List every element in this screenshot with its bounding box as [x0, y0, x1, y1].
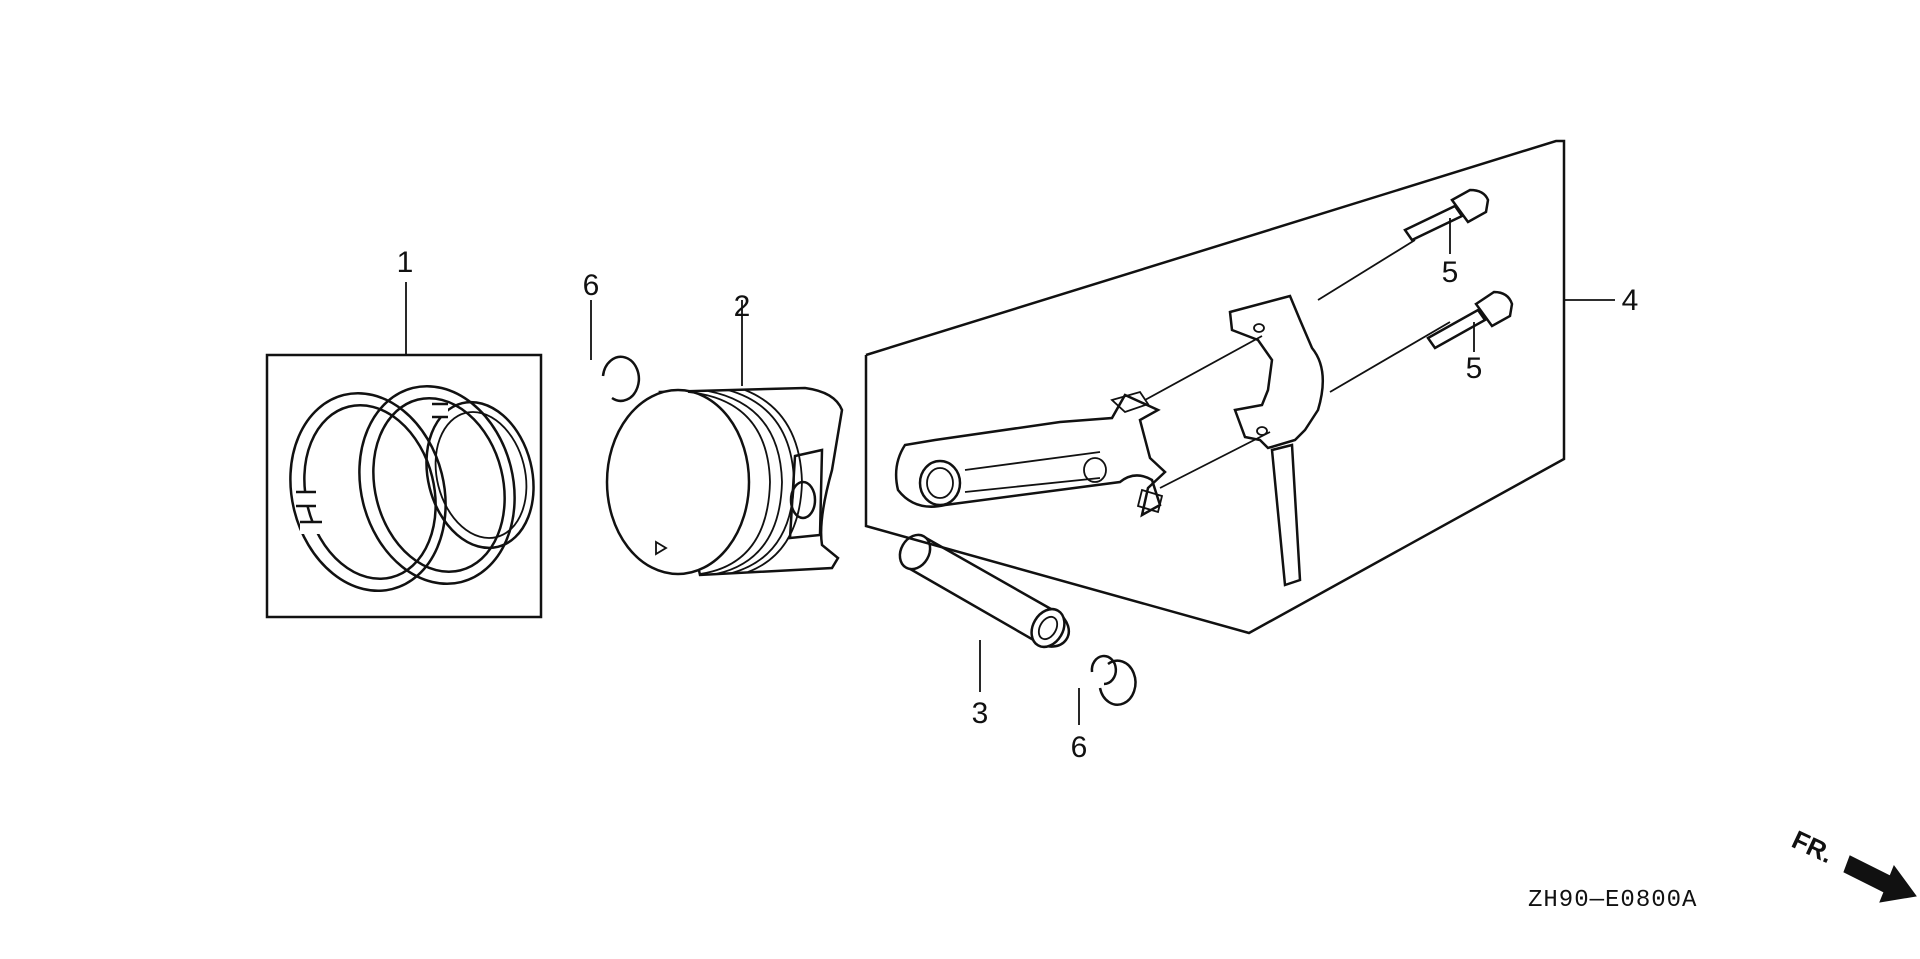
oil-ring-inner	[434, 411, 528, 539]
ring-gap-outer	[295, 492, 317, 506]
oil-ring-gap	[432, 405, 448, 417]
cap-bolt-hole-bottom	[1256, 426, 1268, 436]
callout-5-upper: 5	[1442, 256, 1459, 289]
small-end-bore	[926, 467, 954, 499]
ring-gap-second	[300, 522, 322, 534]
connecting-rod-assembly[interactable]: 4	[864, 139, 1639, 635]
front-direction-indicator: FR.	[1787, 824, 1917, 903]
guide-line-bolt-top	[1317, 239, 1416, 301]
callout-5-lower: 5	[1466, 352, 1483, 385]
piston-pin-clip-lower[interactable]: 6	[1071, 654, 1137, 764]
piston-ring-groove-2	[707, 390, 783, 575]
connecting-rod-bolt-lower[interactable]: 5	[1426, 290, 1514, 385]
front-arrow-icon	[1843, 855, 1917, 903]
callout-1: 1	[397, 246, 414, 279]
circlip-lower-shape	[1090, 654, 1137, 706]
rod-cap-seat-bottom	[1136, 488, 1164, 514]
piston-arrow-mark	[655, 540, 668, 556]
connecting-rod-frame	[864, 139, 1566, 635]
ring-set-frame	[265, 353, 543, 619]
connecting-rod-body	[894, 393, 1167, 518]
piston-ring-set[interactable]: 1	[265, 246, 548, 619]
rod-beam-edges	[964, 451, 1101, 493]
guide-line-top	[1144, 335, 1263, 401]
piston-ring-inner	[303, 403, 437, 581]
piston-crown	[605, 388, 751, 576]
callout-6-lower: 6	[1071, 731, 1088, 764]
guide-line-bolt-bottom	[1329, 321, 1451, 393]
piston-ring-outer	[289, 391, 447, 593]
bolt-upper-shank	[1403, 204, 1464, 242]
rod-bolt-hole	[1083, 457, 1107, 483]
callout-3: 3	[972, 697, 989, 730]
guide-line-bottom	[1159, 431, 1271, 489]
diagram-code: ZH90—E0800A	[1528, 887, 1697, 914]
bolt-lower-head	[1474, 290, 1514, 328]
connecting-rod-bolt-upper[interactable]: 5	[1403, 188, 1490, 289]
callout-6-upper: 6	[583, 269, 600, 302]
front-direction-label: FR.	[1787, 824, 1838, 869]
piston[interactable]: 2	[605, 290, 844, 577]
callout-2: 2	[734, 290, 751, 323]
piston-pin-clip-upper[interactable]: 6	[583, 269, 641, 403]
rod-cap-seat-top	[1110, 390, 1150, 414]
oil-dipper	[1270, 443, 1302, 587]
piston-ring-second	[358, 384, 516, 586]
piston-pin-boss	[788, 448, 824, 540]
piston-ring-second-inner	[372, 396, 506, 574]
bolt-upper-head	[1450, 188, 1490, 224]
piston-pin[interactable]: 3	[894, 529, 1071, 730]
callout-4: 4	[1622, 284, 1639, 317]
piston-pin-far-end	[898, 533, 932, 571]
circlip-upper-shape	[601, 355, 641, 403]
bolt-lower-shank	[1426, 308, 1487, 350]
oil-ring	[425, 400, 535, 550]
cap-bolt-hole-top	[1253, 323, 1265, 333]
piston-ring-groove-1	[687, 391, 771, 575]
connecting-rod-cap	[1228, 294, 1324, 450]
piston-pin-bore	[1037, 615, 1059, 641]
connecting-rod-small-end	[918, 459, 962, 507]
piston-pin-hole	[789, 480, 817, 520]
